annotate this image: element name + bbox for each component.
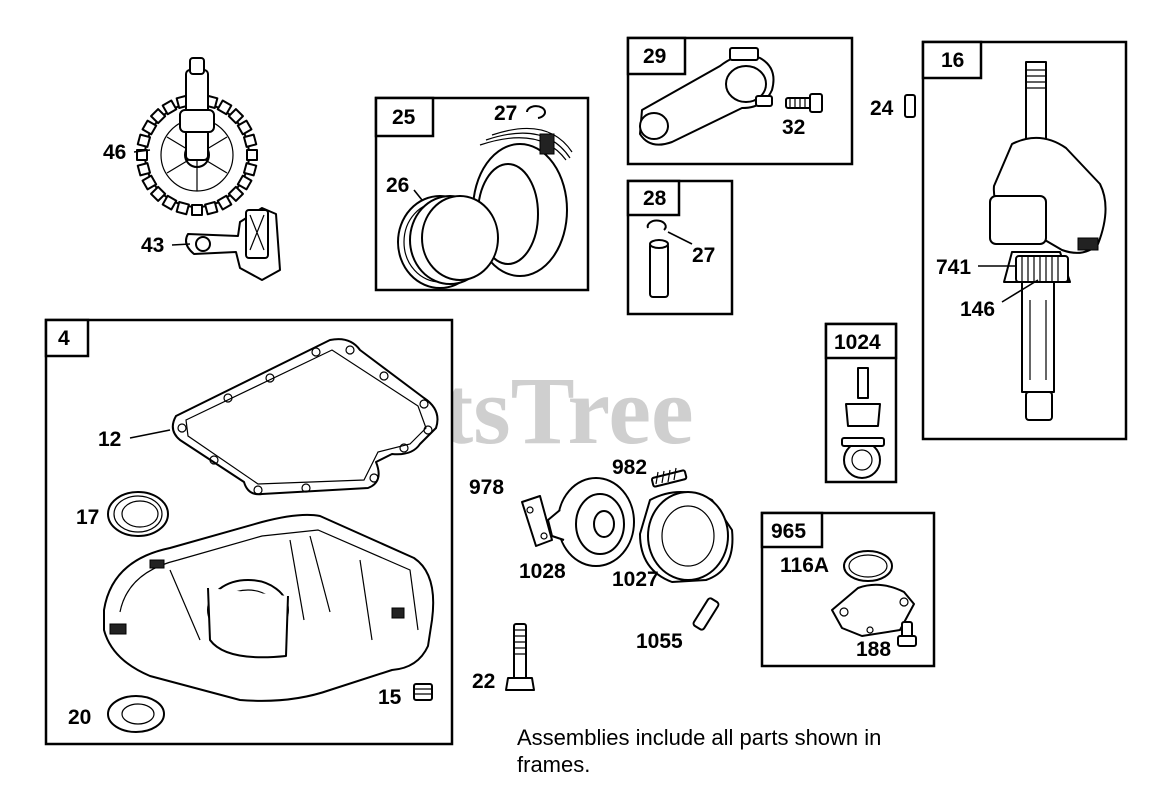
callout-32: 32 — [782, 116, 805, 139]
part-43-governor-bracket[interactable] — [185, 207, 281, 281]
callout-27-piston: 27 — [494, 102, 517, 125]
part-188-screw[interactable] — [897, 621, 917, 647]
callout-15: 15 — [378, 686, 402, 709]
part-26-piston-rings[interactable] — [397, 195, 499, 289]
callout-188: 188 — [856, 638, 891, 661]
frame-28-tag: 28 — [643, 187, 667, 210]
frame-25-tag: 25 — [392, 106, 416, 129]
part-982-screw[interactable] — [650, 467, 688, 488]
frame-16-tag: 16 — [941, 49, 964, 72]
part-15-drain-plug[interactable] — [413, 683, 433, 701]
part-965-cover-plate[interactable] — [831, 583, 915, 637]
part-29-connecting-rod[interactable] — [639, 47, 775, 146]
callout-1028: 1028 — [519, 560, 566, 583]
part-16-crankshaft[interactable] — [989, 61, 1107, 421]
callout-43: 43 — [141, 234, 164, 257]
part-116A-o-ring[interactable] — [843, 550, 893, 582]
callout-1055: 1055 — [636, 630, 683, 653]
callout-978: 978 — [469, 476, 504, 499]
part-1028-filter-adapter[interactable] — [547, 477, 635, 567]
callout-20: 20 — [68, 706, 91, 729]
part-12-sump-gasket[interactable] — [171, 338, 439, 496]
callout-741: 741 — [936, 256, 971, 279]
assembly-note: Assemblies include all parts shown in fr… — [517, 725, 882, 777]
callout-24: 24 — [870, 97, 894, 120]
part-1027-oil-filter[interactable] — [639, 491, 734, 583]
part-17-oil-seal[interactable] — [107, 491, 169, 537]
part-46-camshaft-gear[interactable] — [136, 57, 258, 216]
part-741-crank-gear[interactable] — [1015, 255, 1069, 283]
part-978-filter-gasket[interactable] — [521, 495, 553, 547]
callout-46: 46 — [103, 141, 126, 164]
frame-29-tag: 29 — [643, 45, 666, 68]
frame-28: 28 — [626, 179, 734, 316]
part-20-oil-seal[interactable] — [107, 695, 165, 733]
part-32-rod-bolt[interactable] — [785, 93, 823, 113]
frame-965-tag: 965 — [771, 520, 806, 543]
frame-4-tag: 4 — [58, 327, 70, 350]
callout-116A: 116A — [780, 554, 829, 577]
part-1024-oil-pump-rotor[interactable] — [841, 367, 885, 479]
part-24-crank-key[interactable] — [904, 94, 916, 118]
callout-26: 26 — [386, 174, 409, 197]
part-1055-nipple[interactable] — [692, 597, 720, 631]
frame-1024-tag: 1024 — [834, 331, 881, 354]
part-28-piston-pin[interactable] — [649, 239, 669, 298]
part-22-bolt[interactable] — [505, 623, 535, 691]
part-4-sump-cover[interactable] — [103, 513, 435, 702]
callout-27-pin: 27 — [692, 244, 715, 267]
callout-12: 12 — [98, 428, 121, 451]
callout-22: 22 — [472, 670, 495, 693]
part-27-snap-ring-a[interactable] — [526, 105, 546, 119]
callout-17: 17 — [76, 506, 99, 529]
callout-1027: 1027 — [612, 568, 659, 591]
part-27-snap-ring-b[interactable] — [646, 219, 667, 231]
callout-982: 982 — [612, 456, 647, 479]
callout-146: 146 — [960, 298, 995, 321]
